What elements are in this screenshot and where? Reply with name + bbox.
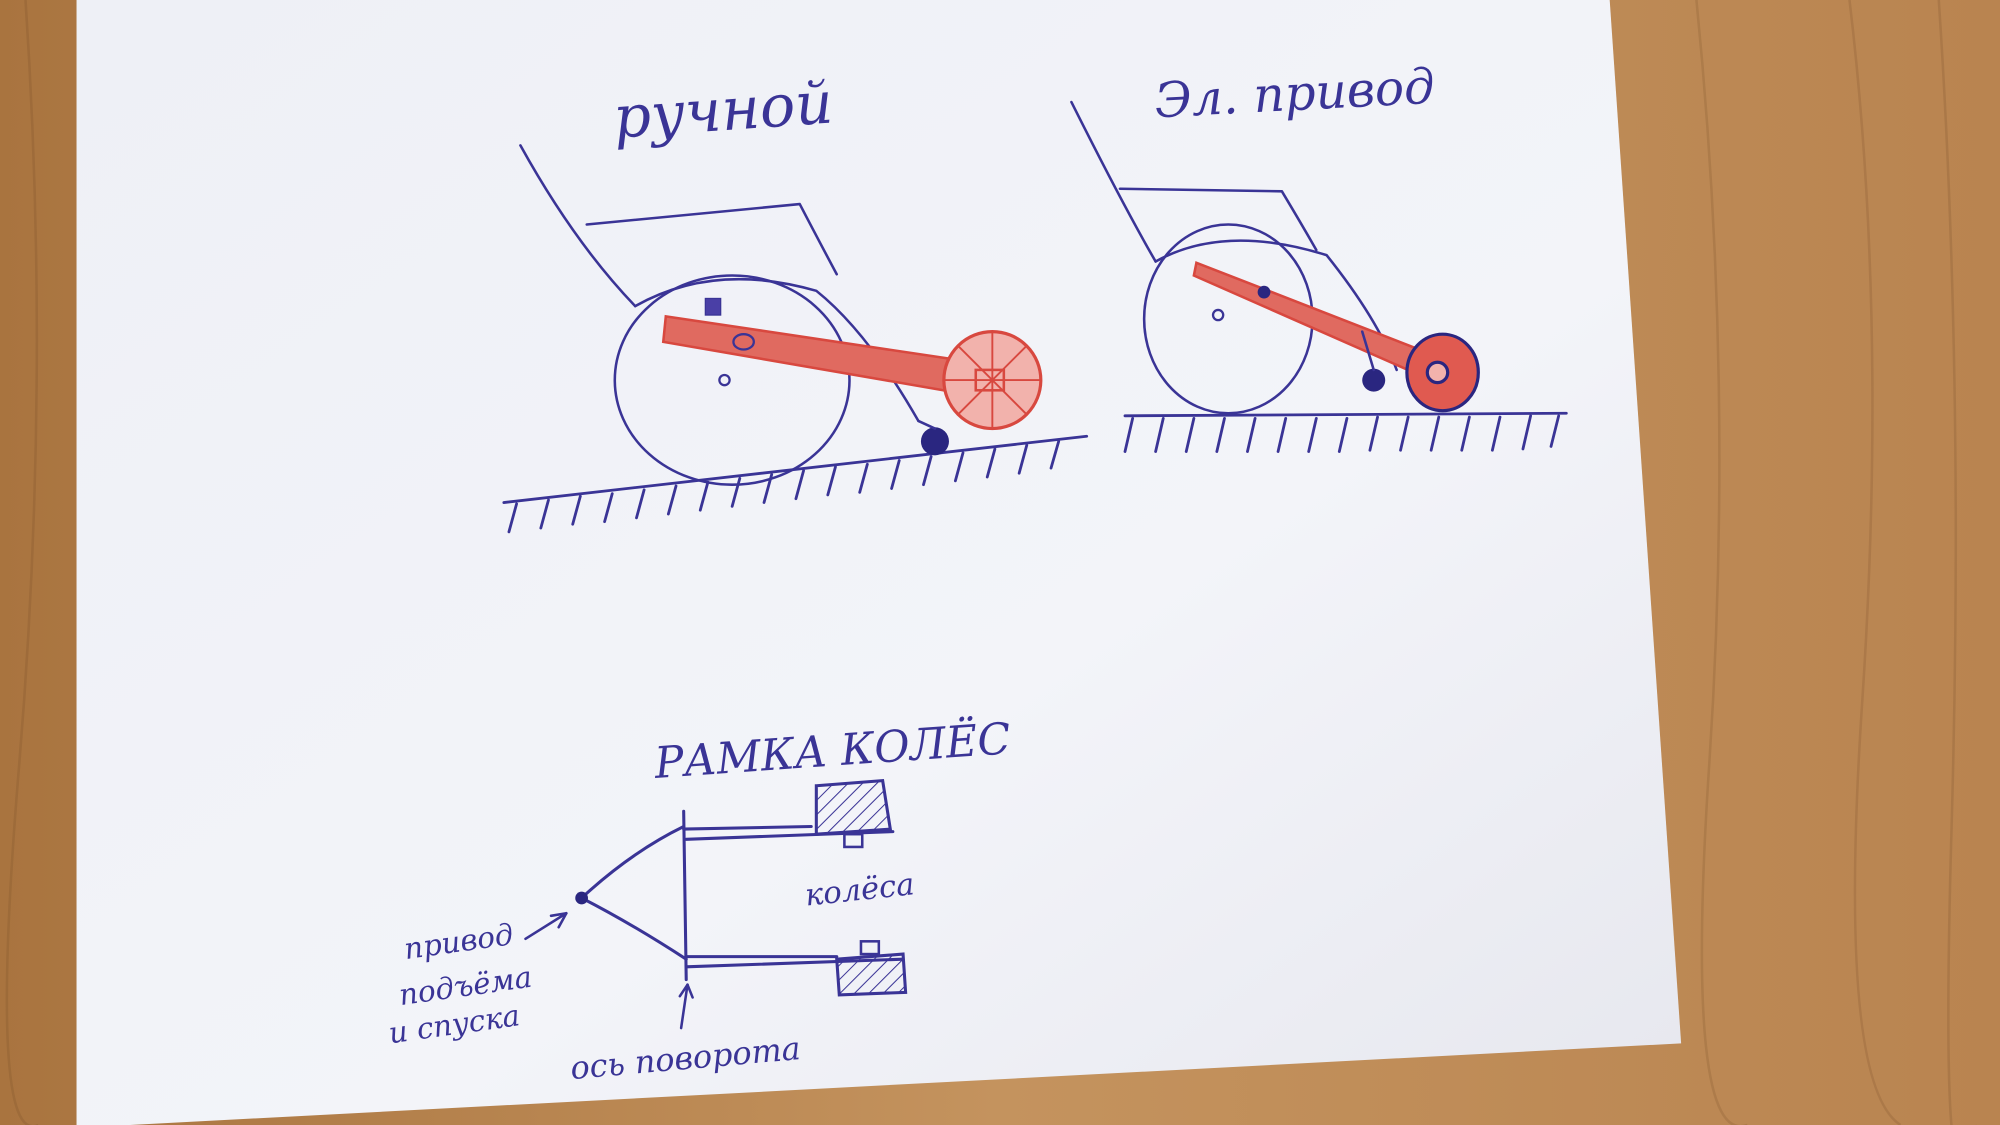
- electric-front-caster: [1362, 368, 1386, 392]
- manual-wheel-hub: [718, 373, 731, 387]
- frame-upper-wheel: [814, 778, 893, 836]
- frame-lower-bracket: [859, 940, 881, 956]
- pivot-arrow: [678, 983, 694, 1030]
- desk-wood-grain: [5, 0, 1978, 1125]
- manual-arm-bracket: [704, 297, 722, 316]
- manual-arm-pivot: [732, 333, 755, 351]
- drive-arrow: [524, 911, 568, 941]
- electric-red-drive-wheel: [1405, 332, 1480, 413]
- electric-ground: [1123, 411, 1568, 453]
- frame-lines: [580, 809, 905, 982]
- paper-sheet: [76, 0, 1682, 1125]
- frame-lower-wheel: [835, 952, 908, 997]
- manual-wheelchair-sketch: ручной: [502, 69, 1089, 534]
- electric-arm-pivot: [1257, 285, 1271, 299]
- frame-drive-point: [575, 891, 589, 905]
- frame-upper-bracket: [843, 832, 864, 849]
- manual-front-caster: [920, 427, 949, 456]
- electric-wheel-hub: [1211, 308, 1225, 322]
- manual-red-drive-wheel: [942, 330, 1043, 431]
- manual-large-wheel: [613, 274, 851, 486]
- manual-label: ручной: [611, 69, 835, 152]
